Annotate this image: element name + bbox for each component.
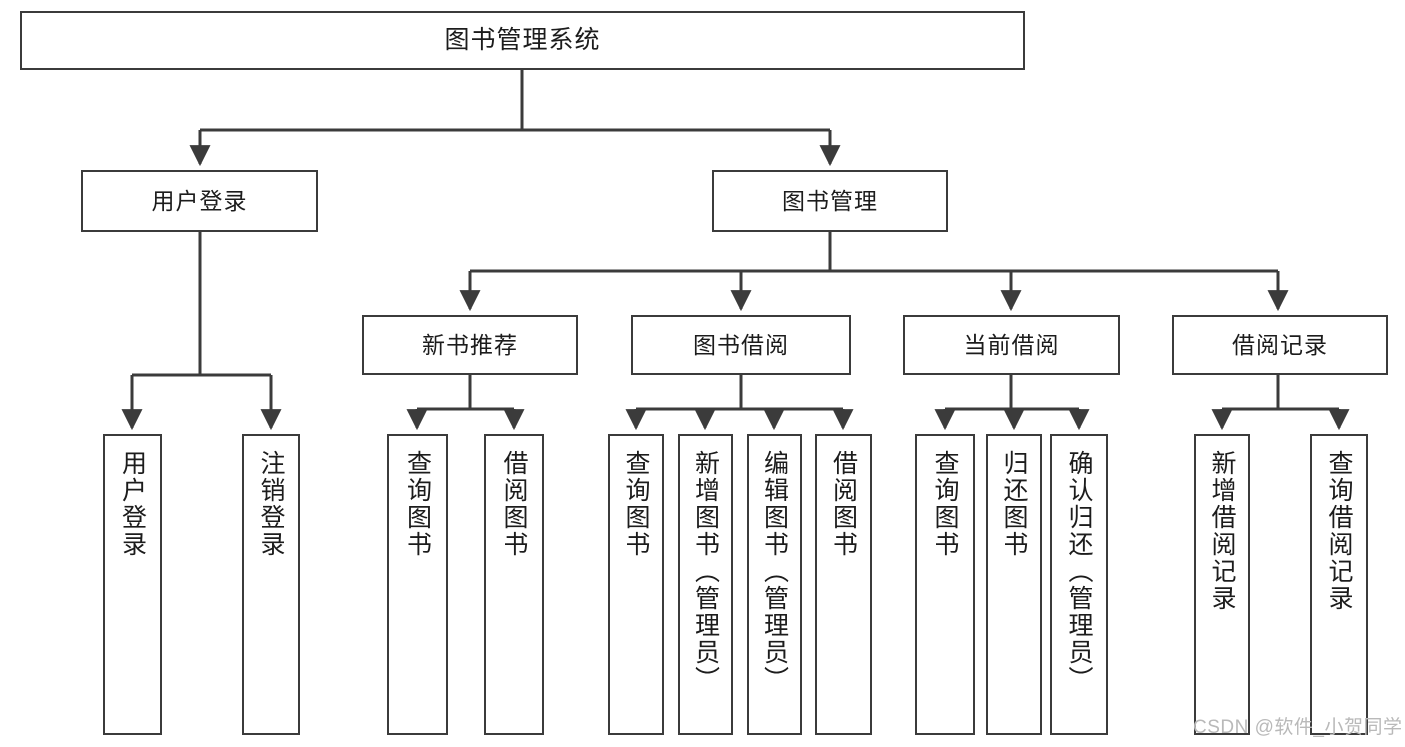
node-label: 用户登录 xyxy=(118,450,147,558)
node-label: 图书管理 xyxy=(782,187,878,214)
leaf-current-borrow-query-book[interactable]: 查询图书 xyxy=(915,434,975,735)
leaf-book-borrow-query-book[interactable]: 查询图书 xyxy=(608,434,664,735)
node-label: 图书管理系统 xyxy=(444,26,601,55)
node-label: 新书推荐 xyxy=(422,331,518,358)
leaf-new-book-query-book[interactable]: 查询图书 xyxy=(387,434,448,735)
node-label: 查询图书 xyxy=(403,450,432,558)
node-borrowing-records[interactable]: 借阅记录 xyxy=(1172,315,1388,375)
leaf-book-borrow-add-book-admin[interactable]: 新增图书（管理员） xyxy=(678,434,733,735)
node-label: 图书借阅 xyxy=(693,331,789,358)
node-label: 归还图书 xyxy=(1000,450,1028,558)
node-label: 查询图书 xyxy=(622,450,650,558)
node-label: 注销登录 xyxy=(257,450,285,558)
leaf-borrow-record-add-record[interactable]: 新增借阅记录 xyxy=(1194,434,1250,735)
node-label: 确认归还（管理员） xyxy=(1065,450,1093,693)
leaf-current-borrow-return-book[interactable]: 归还图书 xyxy=(986,434,1042,735)
node-label: 新增图书（管理员） xyxy=(691,450,720,693)
node-label: 借阅图书 xyxy=(500,450,528,558)
leaf-user-login-signin[interactable]: 用户登录 xyxy=(103,434,162,735)
leaf-borrow-record-query-record[interactable]: 查询借阅记录 xyxy=(1310,434,1368,735)
csdn-watermark: CSDN @软件_小贺同学 xyxy=(1193,717,1403,738)
node-user-login[interactable]: 用户登录 xyxy=(81,170,318,232)
node-book-borrowing[interactable]: 图书借阅 xyxy=(631,315,851,375)
node-new-book-recommendation[interactable]: 新书推荐 xyxy=(362,315,578,375)
node-book-management[interactable]: 图书管理 xyxy=(712,170,948,232)
node-label: 借阅记录 xyxy=(1232,331,1328,358)
node-label: 查询借阅记录 xyxy=(1325,450,1353,612)
node-label: 编辑图书（管理员） xyxy=(760,450,789,693)
leaf-current-borrow-confirm-return-admin[interactable]: 确认归还（管理员） xyxy=(1050,434,1108,735)
leaf-book-borrow-edit-book-admin[interactable]: 编辑图书（管理员） xyxy=(747,434,802,735)
leaf-book-borrow-borrow-book[interactable]: 借阅图书 xyxy=(815,434,872,735)
node-label: 当前借阅 xyxy=(963,331,1060,358)
node-label: 查询图书 xyxy=(931,450,959,558)
node-root-book-management-system[interactable]: 图书管理系统 xyxy=(20,11,1025,70)
node-label: 借阅图书 xyxy=(829,450,858,558)
node-label: 用户登录 xyxy=(151,187,248,214)
leaf-new-book-borrow-book[interactable]: 借阅图书 xyxy=(484,434,544,735)
leaf-user-login-signout[interactable]: 注销登录 xyxy=(242,434,300,735)
node-label: 新增借阅记录 xyxy=(1208,450,1236,612)
node-current-borrowing[interactable]: 当前借阅 xyxy=(903,315,1120,375)
